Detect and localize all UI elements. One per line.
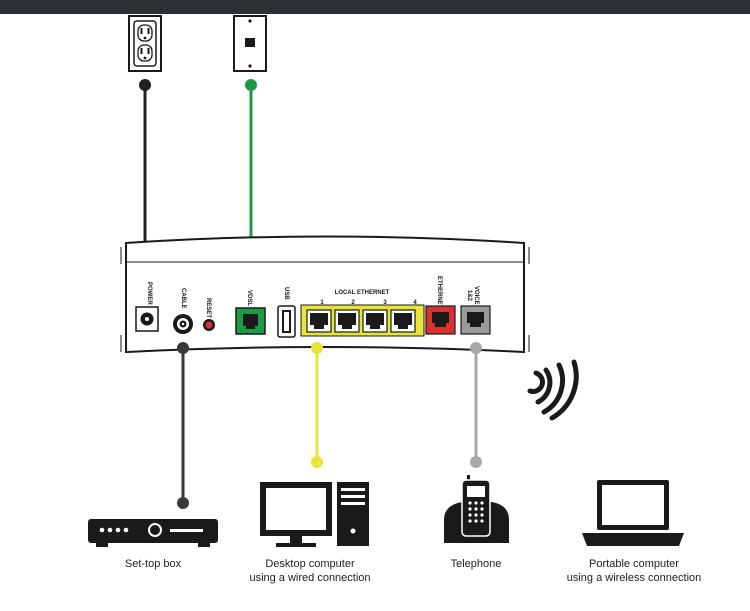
set-top-box-icon [88, 519, 218, 547]
usb-port-label: USB [283, 287, 289, 300]
ethernet-cable-end [311, 342, 323, 354]
ethernet-port-number: 4 [413, 300, 417, 306]
telephone-caption: Telephone [432, 557, 520, 571]
local-ethernet-label: LOCAL ETHERNET [335, 290, 390, 296]
ethernet-port-number: 2 [351, 300, 355, 306]
cable-port-label: CABLE [180, 288, 186, 309]
top-bar [0, 0, 750, 14]
desktop-computer-caption: Desktop computer using a wired connectio… [232, 557, 388, 585]
coax-cable-plug [177, 497, 189, 509]
desktop-label-line1: Desktop computer [265, 558, 355, 570]
laptop-label-line2: using a wireless connection [566, 572, 702, 584]
ethernet-port-number: 3 [383, 300, 387, 306]
phone-cable-end [470, 342, 482, 354]
ethernet-port-label: ETHERNET [436, 276, 442, 309]
vdsl-port-label: VDSL [246, 290, 252, 306]
local-ethernet-port-group [300, 304, 425, 337]
voice-port [460, 305, 491, 335]
ethernet-port-3 [362, 309, 388, 333]
vdsl-port [235, 307, 266, 335]
power-port-label: POWER [146, 282, 152, 305]
power-cable-plug [139, 79, 151, 91]
vdsl-cable-plug [245, 79, 257, 91]
laptop-label-line1: Portable computer [589, 558, 679, 570]
ethernet-cable-plug [311, 456, 323, 468]
wifi-signal-icon [527, 359, 579, 421]
telephone-icon [444, 475, 509, 543]
ethernet-port-1 [306, 309, 332, 333]
coax-cable-end [177, 342, 189, 354]
power-outlet-icon [128, 15, 162, 72]
voice-port-sublabel: 1&2 [466, 290, 472, 302]
wan-ethernet-port [425, 305, 456, 335]
telephone-label: Telephone [450, 558, 502, 570]
set-top-box-caption: Set-top box [100, 557, 206, 571]
desktop-computer-icon [260, 482, 369, 547]
ethernet-port-2 [334, 309, 360, 333]
power-port [135, 306, 159, 332]
ethernet-port-4 [390, 309, 416, 333]
phone-jack-icon [233, 15, 267, 72]
ethernet-port-number: 1 [320, 300, 324, 306]
voice-port-label: VOICE [473, 286, 479, 305]
usb-port [277, 305, 296, 338]
laptop-icon [582, 480, 684, 546]
phone-cable-plug [470, 456, 482, 468]
laptop-caption: Portable computer using a wireless conne… [554, 557, 714, 585]
reset-button [203, 319, 215, 331]
set-top-box-label: Set-top box [124, 558, 182, 570]
desktop-label-line2: using a wired connection [249, 572, 371, 584]
cable-coax-port [173, 314, 193, 334]
reset-button-label: RESET [205, 298, 211, 318]
